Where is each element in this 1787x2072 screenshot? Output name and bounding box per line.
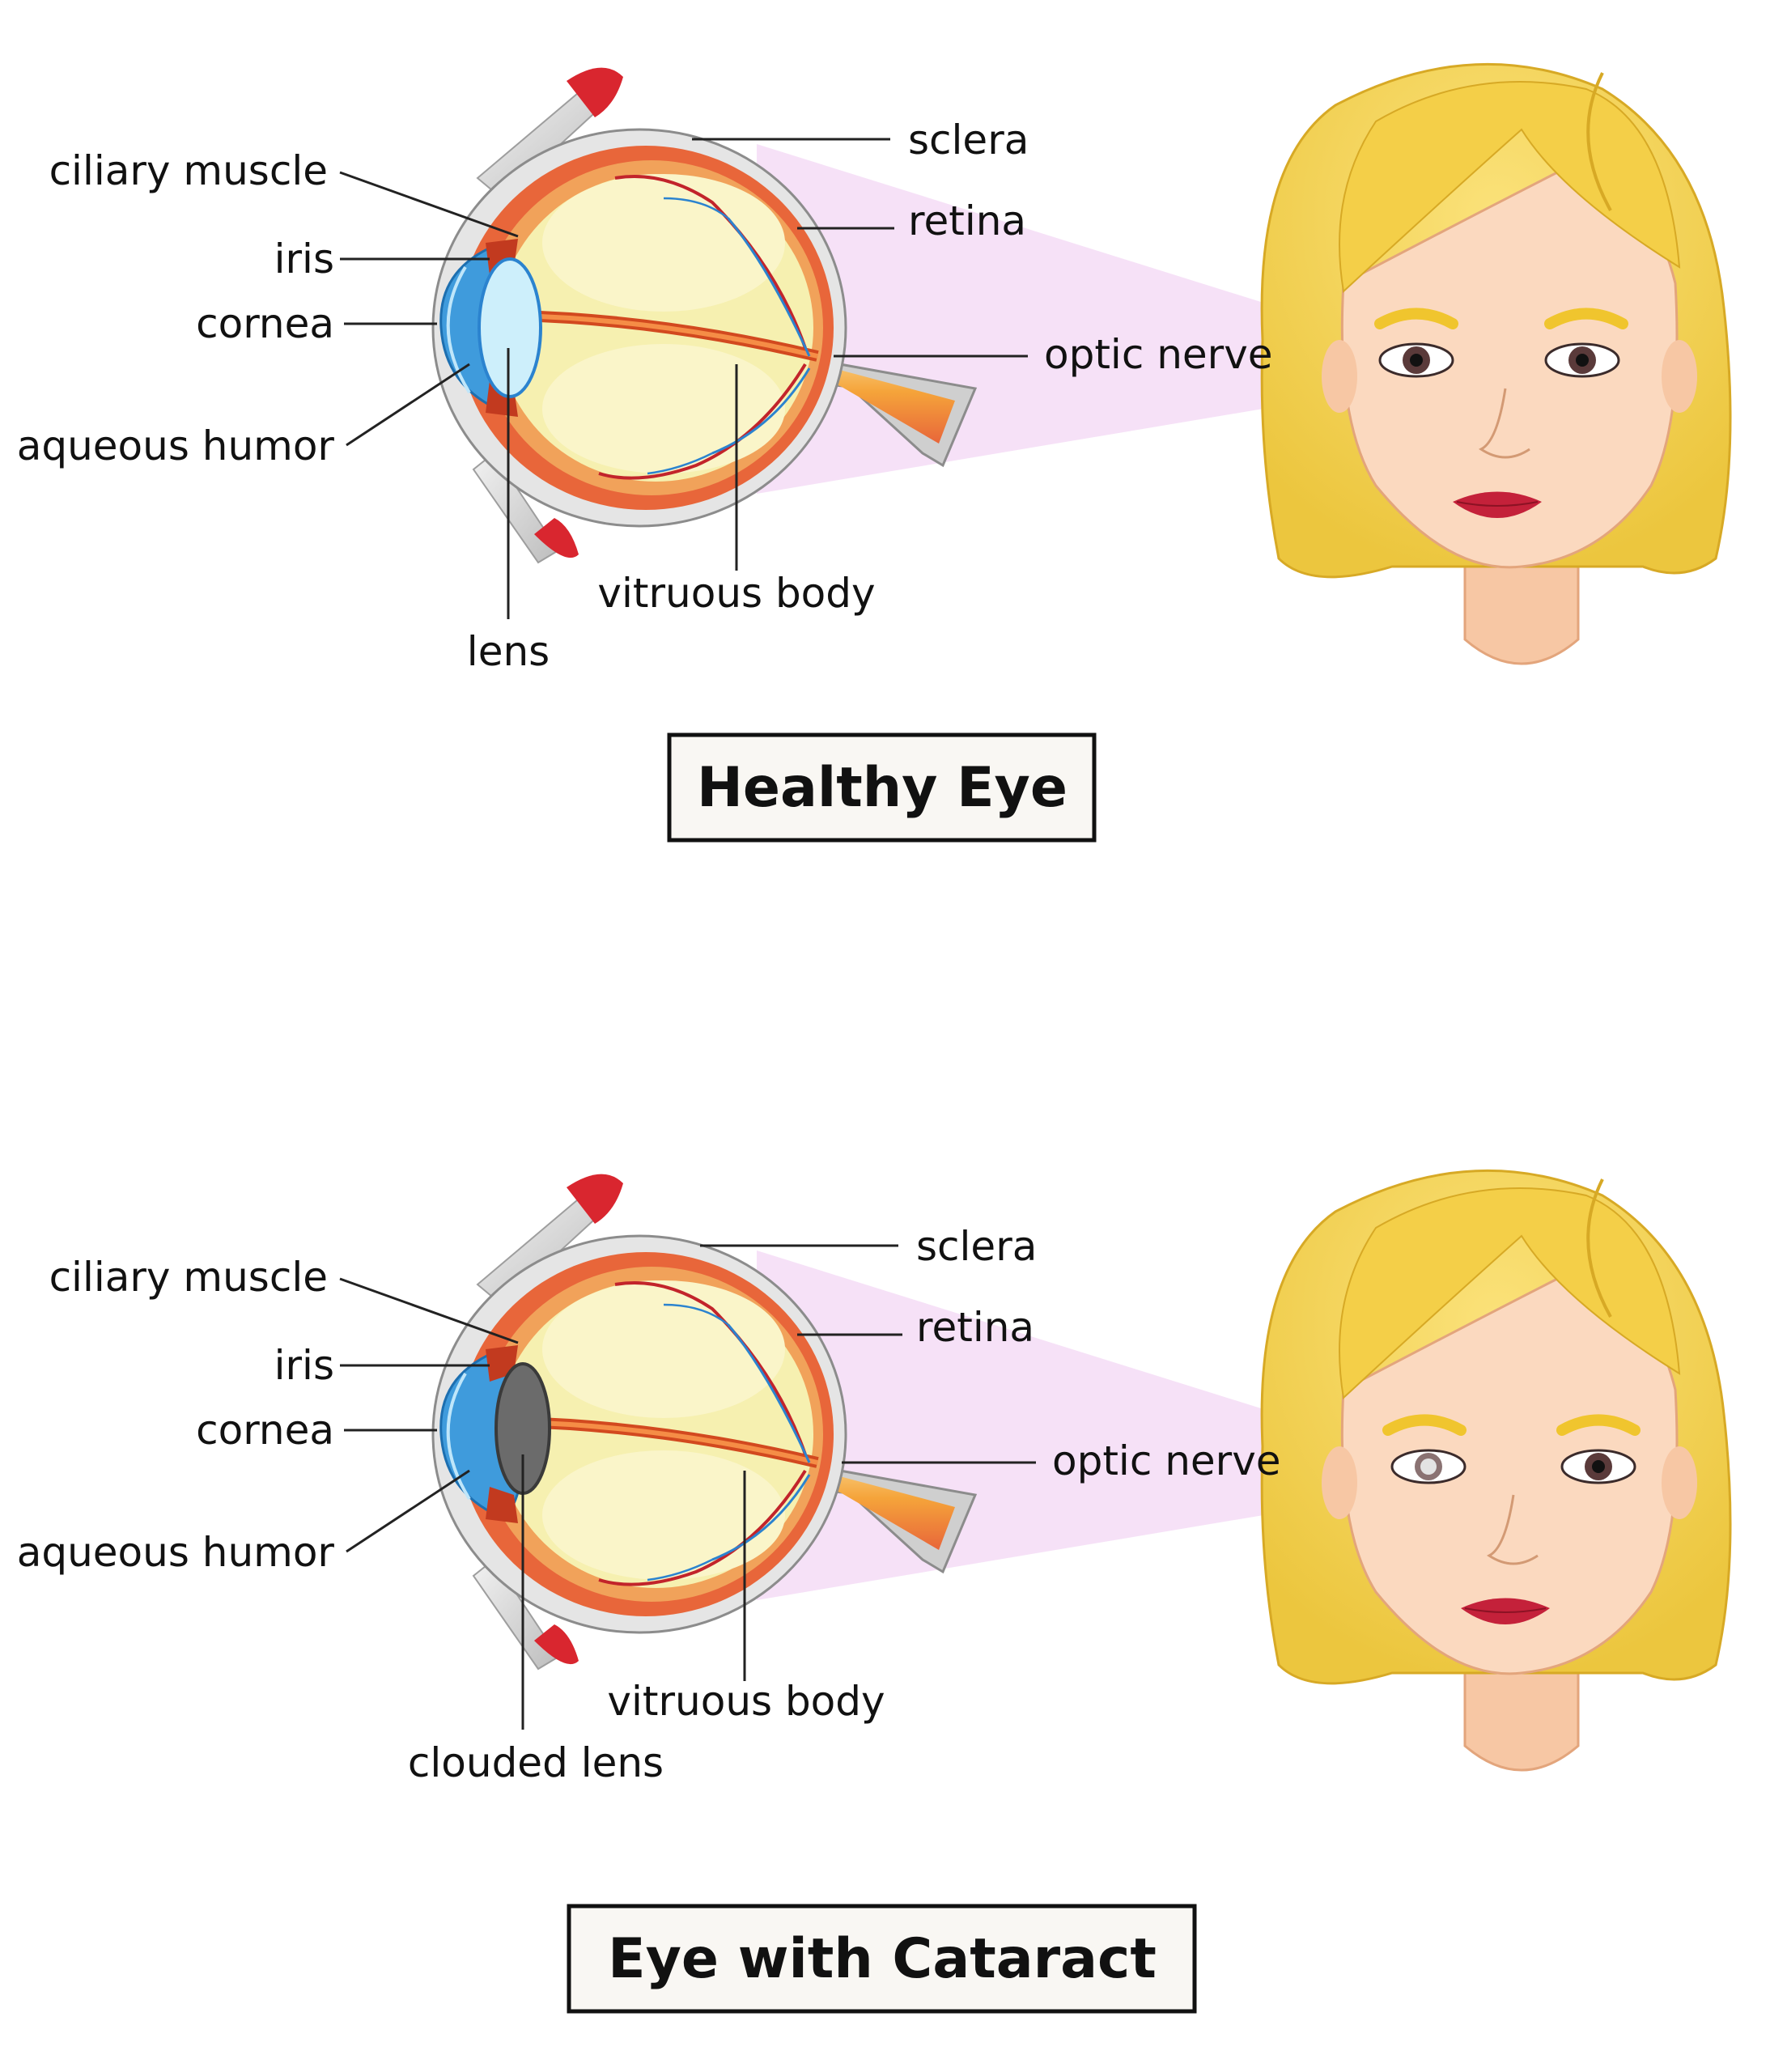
cataract-panel: ciliary muscle iris cornea aqueous humor… — [17, 1169, 1732, 2014]
label-ciliary-muscle: ciliary muscle — [49, 147, 328, 194]
woman-face — [1260, 1169, 1732, 1772]
label-iris: iris — [274, 236, 334, 282]
leader-lines — [339, 1244, 1036, 1730]
label-sclera: sclera — [908, 117, 1029, 163]
label-aqueous-humor: aqueous humor — [17, 422, 335, 469]
label-optic-nerve: optic nerve — [1044, 331, 1273, 378]
panel-title: Healthy Eye — [697, 756, 1068, 820]
label-sclera: sclera — [916, 1223, 1037, 1270]
label-vitreous-body: vitruous body — [607, 1678, 885, 1725]
woman-face — [1260, 62, 1732, 665]
label-retina: retina — [908, 197, 1026, 244]
title-box — [667, 732, 1097, 843]
label-iris: iris — [274, 1342, 334, 1389]
healthy-panel: ciliary muscle iris cornea aqueous humor… — [17, 62, 1732, 843]
label-ciliary-muscle: ciliary muscle — [49, 1254, 328, 1301]
label-optic-nerve: optic nerve — [1052, 1437, 1281, 1484]
label-clouded-lens: clouded lens — [408, 1739, 664, 1786]
label-lens: lens — [467, 628, 550, 675]
title-box — [567, 1904, 1197, 2014]
healthy-lens — [478, 257, 542, 398]
label-vitreous-body: vitruous body — [597, 570, 875, 617]
label-aqueous-humor: aqueous humor — [17, 1529, 335, 1576]
label-retina: retina — [916, 1304, 1034, 1351]
panel-title: Eye with Cataract — [608, 1927, 1157, 1991]
label-cornea: cornea — [196, 1407, 334, 1454]
leader-lines — [339, 138, 1028, 619]
label-cornea: cornea — [196, 300, 334, 347]
